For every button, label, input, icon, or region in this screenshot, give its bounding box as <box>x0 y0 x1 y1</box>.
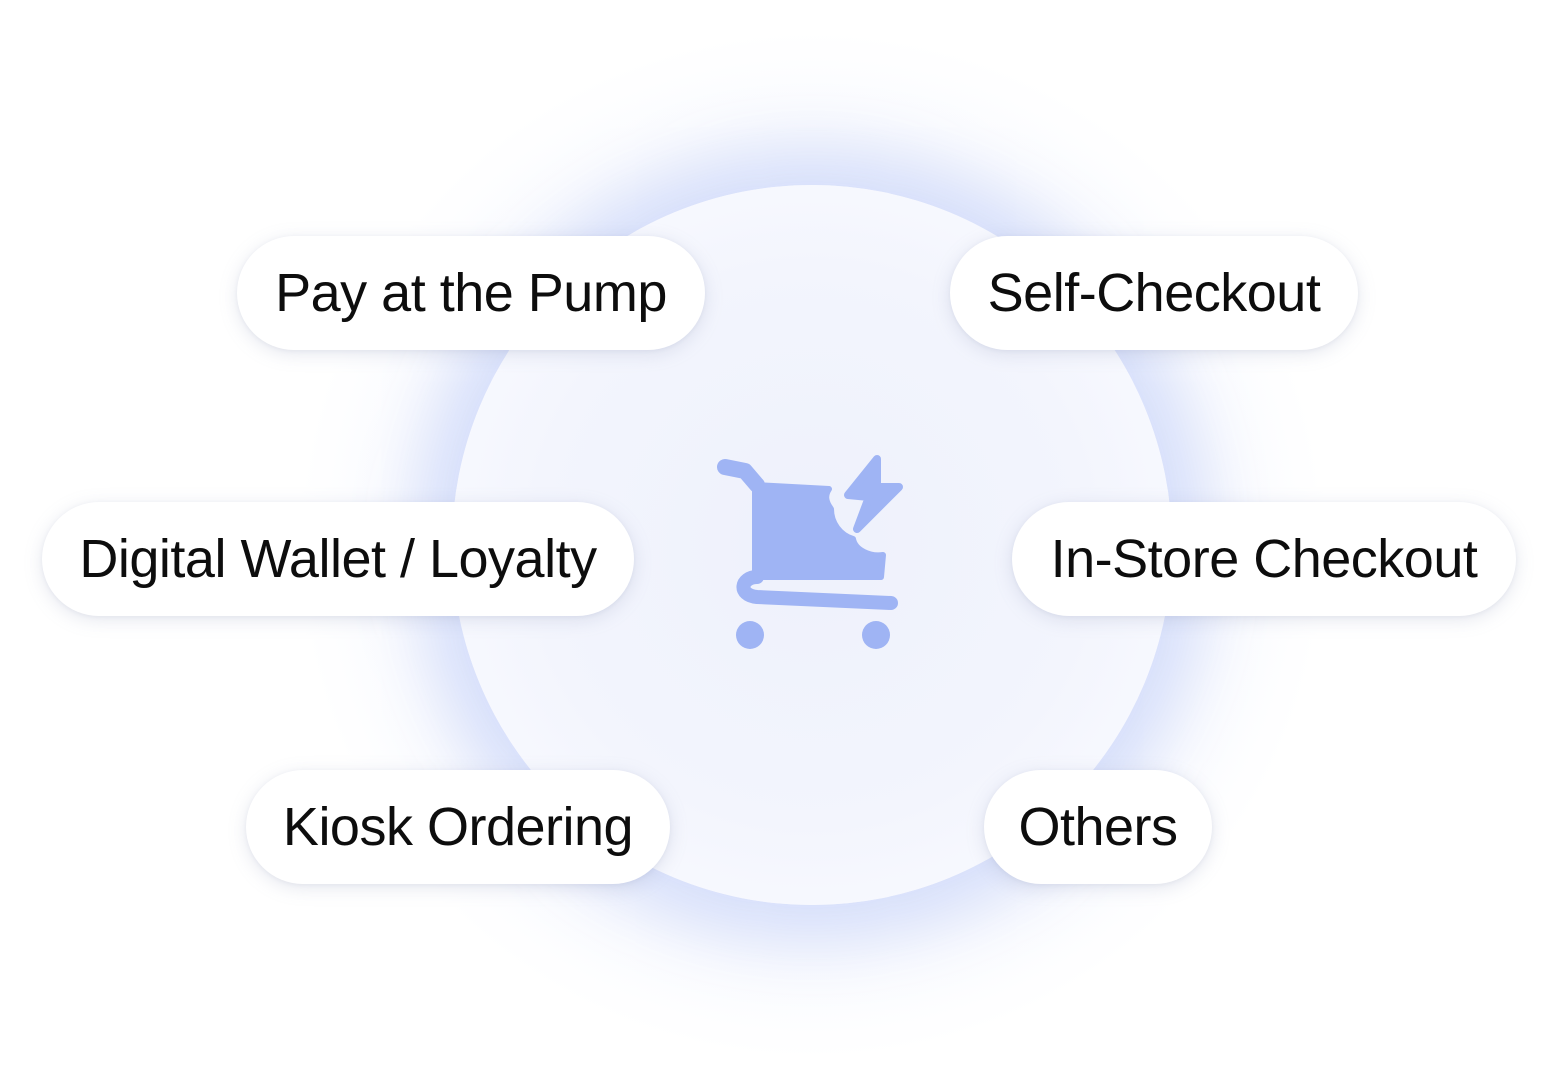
pill-digital-wallet-loyalty: Digital Wallet / Loyalty <box>42 502 634 616</box>
pill-self-checkout: Self-Checkout <box>950 236 1358 350</box>
pill-in-store-checkout: In-Store Checkout <box>1012 502 1516 616</box>
pill-others: Others <box>984 770 1212 884</box>
pill-kiosk-ordering: Kiosk Ordering <box>246 770 670 884</box>
pill-pay-at-the-pump: Pay at the Pump <box>237 236 705 350</box>
shopping-cart-lightning-icon <box>717 455 903 649</box>
